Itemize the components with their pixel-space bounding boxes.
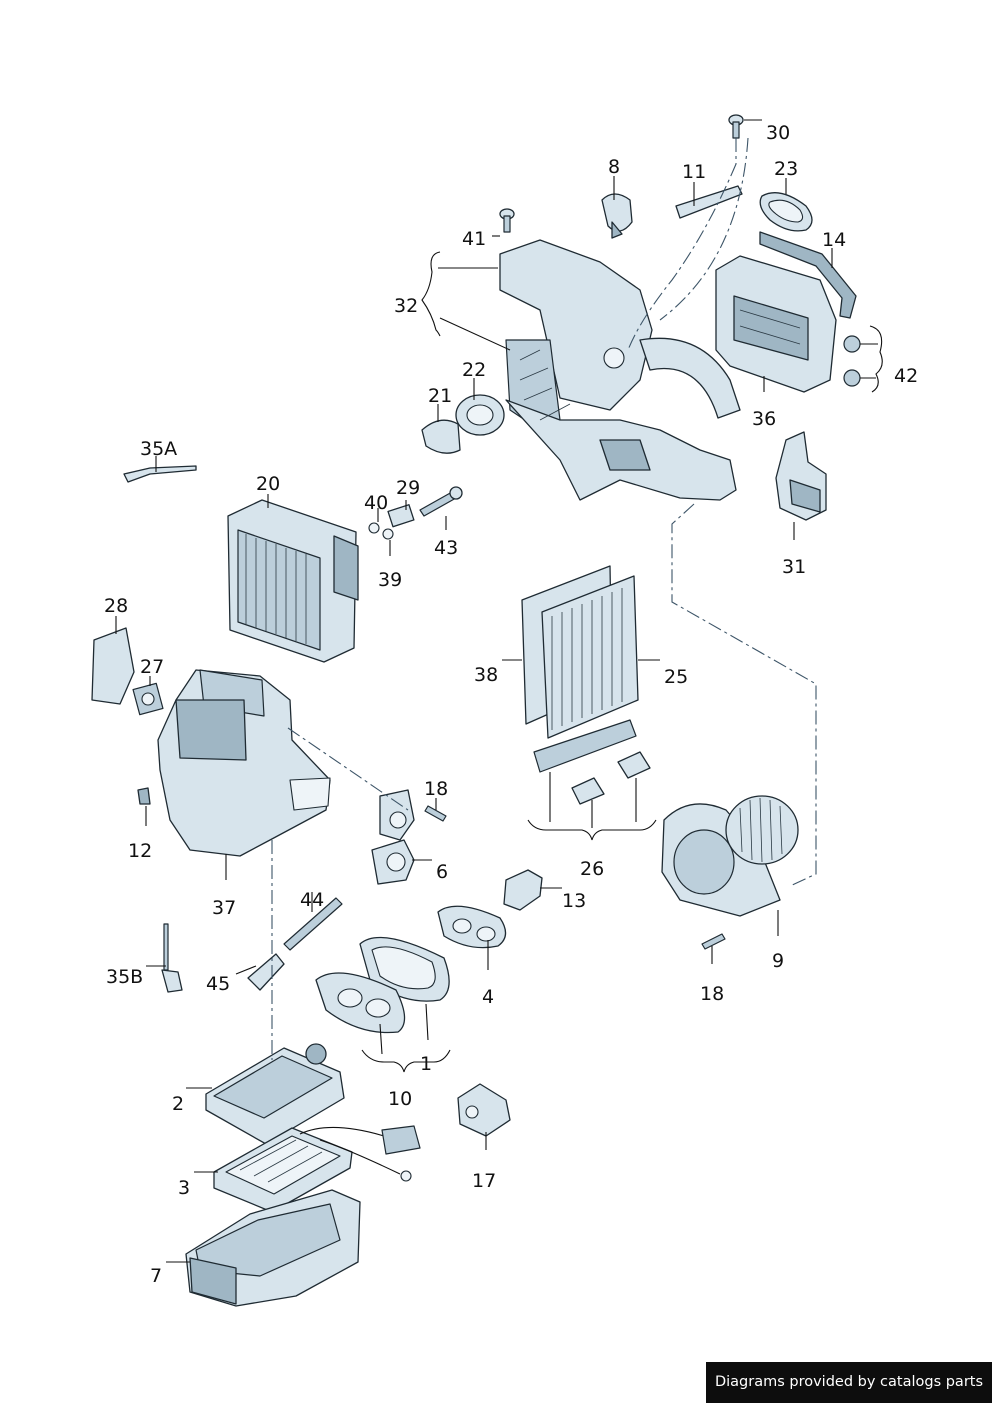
callout-1: 1	[420, 1053, 432, 1075]
callout-38: 38	[474, 664, 498, 686]
callout-29: 29	[396, 477, 420, 499]
part-21-grommet	[421, 419, 461, 454]
callout-18-lower: 18	[700, 983, 724, 1005]
callout-45: 45	[206, 973, 230, 995]
part-27-motor	[132, 682, 164, 716]
part-26-pieces	[533, 719, 651, 805]
callout-27: 27	[140, 656, 164, 678]
leader-lines	[115, 119, 883, 1263]
part-43-bolt	[419, 486, 463, 517]
part-36-intake-housing	[715, 255, 837, 393]
part-35b-sensor	[161, 923, 183, 993]
callout-22: 22	[462, 359, 486, 381]
callout-20: 20	[256, 473, 280, 495]
part-31-actuator	[775, 431, 827, 521]
callout-12: 12	[128, 840, 152, 862]
part-14-gasket	[759, 231, 857, 319]
callout-21: 21	[428, 385, 452, 407]
part-18-screw-upper	[424, 805, 447, 822]
part-1-10-seals	[315, 936, 450, 1034]
callout-43: 43	[434, 537, 458, 559]
part-3-heater-element	[213, 1125, 421, 1213]
part-4-seal	[437, 905, 507, 949]
callout-40: 40	[364, 492, 388, 514]
callout-37: 37	[212, 897, 236, 919]
catalog-credit-badge: Diagrams provided by catalogs parts	[706, 1362, 992, 1403]
part-12-clip	[137, 787, 151, 805]
callout-26: 26	[580, 858, 604, 880]
part-18-screw-lower	[701, 933, 726, 950]
part-17-connector	[457, 1083, 511, 1137]
callout-28: 28	[104, 595, 128, 617]
part-45-lever	[247, 953, 285, 991]
callout-17: 17	[472, 1170, 496, 1192]
part-29-fitting	[368, 504, 415, 540]
part-42-gears	[843, 335, 861, 387]
callout-35a: 35A	[140, 438, 177, 460]
callout-44: 44	[300, 889, 324, 911]
callout-11: 11	[682, 161, 706, 183]
part-20-evaporator	[227, 499, 359, 663]
part-8-cap	[601, 193, 633, 239]
callout-42: 42	[894, 365, 918, 387]
callout-36: 36	[752, 408, 776, 430]
part-32-housing	[499, 239, 741, 501]
part-41-screw	[499, 208, 515, 233]
callout-6: 6	[436, 861, 448, 883]
callout-35b: 35B	[106, 966, 143, 988]
callout-25: 25	[664, 666, 688, 688]
callout-32: 32	[394, 295, 418, 317]
part-23-seal	[759, 192, 813, 232]
callout-30: 30	[766, 122, 790, 144]
part-6-actuators	[371, 789, 415, 885]
part-7-lower-case	[185, 1189, 361, 1307]
callout-4: 4	[482, 986, 494, 1008]
part-illustrations	[91, 114, 861, 1307]
callout-10: 10	[388, 1088, 412, 1110]
part-30-screw	[728, 114, 744, 139]
callout-9: 9	[772, 950, 784, 972]
part-28-cover	[91, 627, 135, 705]
callout-31: 31	[782, 556, 806, 578]
part-35a-sensor	[123, 465, 197, 483]
connection-lines	[271, 137, 817, 1060]
part-13-elbow	[503, 869, 543, 911]
part-2-heater-core	[205, 1043, 345, 1145]
callout-labels: 30 8 11 23 41 14 32 42 36 22 21 35A 20 2…	[104, 122, 918, 1287]
callout-3: 3	[178, 1177, 190, 1199]
part-11-bracket	[675, 185, 743, 219]
callout-13: 13	[562, 890, 586, 912]
callout-23: 23	[774, 158, 798, 180]
callout-8: 8	[608, 156, 620, 178]
callout-41: 41	[462, 228, 486, 250]
part-44-linkage	[283, 897, 343, 951]
callout-39: 39	[378, 569, 402, 591]
callout-18-upper: 18	[424, 778, 448, 800]
part-37-heater-housing	[157, 669, 331, 857]
part-22-ring	[455, 394, 505, 436]
callout-14: 14	[822, 229, 846, 251]
callout-7: 7	[150, 1265, 162, 1287]
part-9-blower	[661, 795, 799, 917]
part-38-25-filters	[521, 565, 639, 739]
callout-2: 2	[172, 1093, 184, 1115]
